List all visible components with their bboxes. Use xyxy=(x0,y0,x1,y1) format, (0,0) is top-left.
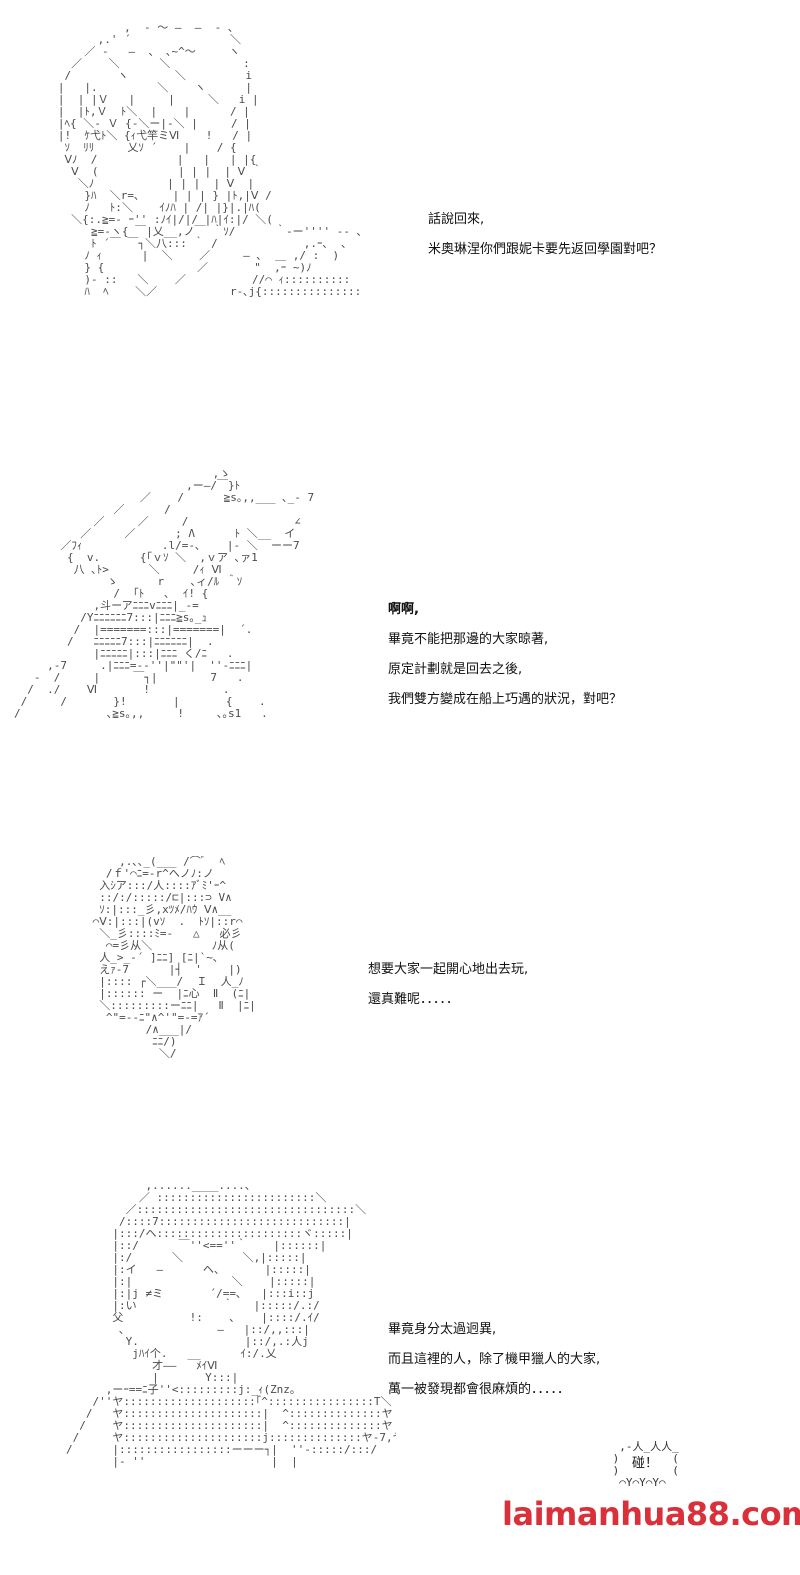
ascii-art-character-4: ,......____....、 ／ :::::::::::::::::::::… xyxy=(66,1180,396,1468)
sfx-text: 碰！ xyxy=(632,1456,659,1471)
panel-4: ,......____....、 ／ :::::::::::::::::::::… xyxy=(0,1180,800,1575)
dialogue-line: 原定計劃就是回去之後, xyxy=(388,662,523,677)
dialogue-box-4: 畢竟身分太過迥異, 而且這裡的人，除了機甲獵人的大家, 萬一被發現都會很麻煩的．… xyxy=(388,1315,600,1405)
dialogue-line: 畢竟不能把那邊的大家晾著, xyxy=(388,632,549,647)
dialogue-box-3: 想要大家一起開心地出去玩, 還真難呢．．．．． xyxy=(368,955,528,1015)
sfx-burst-outline: ,-人_人人_ ) ( ) ( ⌒Y⌒Y⌒Y⌒ xyxy=(612,1440,679,1489)
dialogue-line: 萬一被發現都會很麻煩的．．．．． xyxy=(388,1382,571,1397)
dialogue-line: 還真難呢．．．．． xyxy=(368,992,460,1007)
dialogue-box-1: 話說回來, 米奧琳涅你們跟妮卡要先返回學園對吧？ xyxy=(428,205,662,265)
dialogue-line: 啊啊, xyxy=(388,602,419,617)
ascii-art-character-2: ,ゝ ,ー―/￣}ﾄ ／ / ≧s｡,,___ ､_- 7 ／ / ／ ／ / … xyxy=(14,468,315,720)
dialogue-line: 畢竟身分太過迥異, xyxy=(388,1322,497,1337)
dialogue-line: 想要大家一起開心地出去玩, xyxy=(368,962,529,977)
panel-3: ,.､､_(___ /⌒ﾞ ﾍ /ｆ'⌒ﾆ=-r^ヘノﾉ:ノ 入ｼア:::/人:… xyxy=(0,850,800,1150)
ascii-art-character-3: ,.､､_(___ /⌒ﾞ ﾍ /ｆ'⌒ﾆ=-r^ヘノﾉ:ノ 入ｼア:::/人:… xyxy=(92,856,256,1060)
panel-1: , - ～ ― ― ‐ 、 ,.' ´ ＼ ／ ‐ ― 、 ､~^～ ヽ ／ ＼… xyxy=(0,0,800,460)
dialogue-box-2: 啊啊, 畢竟不能把那邊的大家晾著, 原定計劃就是回去之後, 我們雙方變成在船上巧… xyxy=(388,595,622,715)
dialogue-line: 米奧琳涅你們跟妮卡要先返回學園對吧？ xyxy=(428,242,663,257)
watermark: laimanhua88.com xyxy=(502,1495,800,1533)
dialogue-line: 我們雙方變成在船上巧遇的狀況，對吧？ xyxy=(388,692,623,707)
dialogue-line: 而且這裡的人，除了機甲獵人的大家, xyxy=(388,1352,601,1367)
dialogue-line: 話說回來, xyxy=(428,212,485,227)
panel-2: ,ゝ ,ー―/￣}ﾄ ／ / ≧s｡,,___ ､_- 7 ／ / ／ ／ / … xyxy=(0,460,800,820)
ascii-art-character-1: , - ～ ― ― ‐ 、 ,.' ´ ＼ ／ ‐ ― 、 ､~^～ ヽ ／ ＼… xyxy=(57,22,363,298)
